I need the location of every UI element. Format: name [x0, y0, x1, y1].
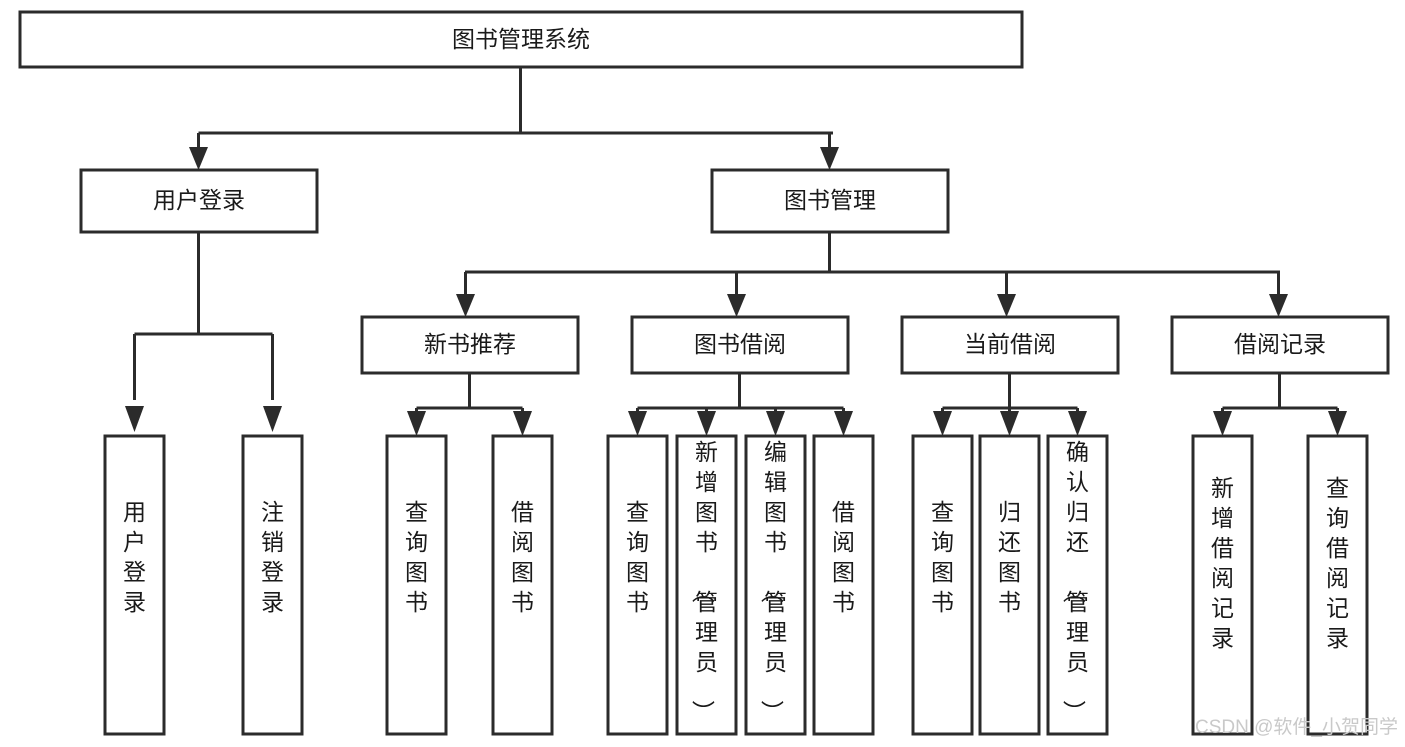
node-user-login[interactable]: 用户登录 — [79, 168, 319, 234]
leaf-node[interactable]: 用户登录 — [103, 434, 166, 736]
node-user-login-label: 用户登录 — [153, 187, 245, 213]
arrow-head-current-borrow — [997, 294, 1016, 317]
leaf-node[interactable]: 新增图书（管理员） — [675, 434, 738, 736]
leaf-br-query-record-label: 查询借阅记录 — [1326, 475, 1349, 651]
leaf-node[interactable]: 借阅图书 — [491, 434, 554, 736]
leaf-node[interactable]: 归还图书 — [978, 434, 1041, 736]
leaf-cb-return-book-box[interactable] — [978, 434, 1041, 736]
leaf-cb-query-book-label: 查询图书 — [931, 499, 954, 615]
leaf-bb-borrow-book-box[interactable] — [812, 434, 875, 736]
arrow-head-br-leaf2 — [1328, 411, 1347, 436]
leaf-bb-add-book-box[interactable] — [675, 434, 738, 736]
leaf-node[interactable]: 注销登录 — [241, 434, 304, 736]
node-current-borrow[interactable]: 当前借阅 — [900, 315, 1120, 375]
leaf-br-add-record-box[interactable] — [1191, 434, 1254, 736]
leaf-node[interactable]: 编辑图书（管理员） — [744, 434, 807, 736]
node-book-management[interactable]: 图书管理 — [710, 168, 950, 234]
leaf-bb-query-book-box[interactable] — [606, 434, 669, 736]
leaf-node[interactable]: 查询图书 — [385, 434, 448, 736]
leaf-nb-query-book-box[interactable] — [385, 434, 448, 736]
leaf-node[interactable]: 查询图书 — [911, 434, 974, 736]
leaf-bb-edit-book-label: 编辑图书（管理员） — [759, 439, 787, 723]
node-root-label: 图书管理系统 — [452, 26, 590, 52]
arrow-head-nb-leaf2 — [513, 411, 532, 436]
arrow-head-cb-leaf1 — [933, 411, 952, 436]
leaf-node[interactable]: 查询借阅记录 — [1306, 434, 1369, 736]
leaf-node[interactable]: 查询图书 — [606, 434, 669, 736]
leaf-nb-query-book-label: 查询图书 — [405, 499, 428, 615]
arrow-head-nb-leaf1 — [407, 411, 426, 436]
leaf-user-login-label: 用户登录 — [123, 499, 146, 615]
watermark-text: CSDN @软件_小贺同学 — [1195, 716, 1398, 738]
leaf-cb-confirm-return-label: 确认归还（管理员） — [1061, 439, 1089, 723]
leaf-cb-query-book-box[interactable] — [911, 434, 974, 736]
node-borrow-record[interactable]: 借阅记录 — [1170, 315, 1390, 375]
arrow-head-br-leaf1 — [1213, 411, 1232, 436]
leaf-nb-borrow-book-label: 借阅图书 — [511, 499, 534, 615]
arrow-head-bb-leaf4 — [834, 411, 853, 436]
leaf-bb-query-book-label: 查询图书 — [626, 499, 649, 615]
leaf-br-add-record-label: 新增借阅记录 — [1211, 475, 1234, 651]
node-book-borrow-box[interactable] — [630, 315, 850, 375]
leaf-bb-edit-book-box[interactable] — [744, 434, 807, 736]
node-current-borrow-label: 当前借阅 — [964, 331, 1056, 357]
node-book-borrow-label: 图书借阅 — [694, 331, 786, 357]
node-book-management-label: 图书管理 — [784, 187, 876, 213]
arrow-head-bb-leaf3 — [766, 411, 785, 436]
leaf-user-login-box[interactable] — [103, 434, 166, 736]
arrow-head-bb-leaf2 — [697, 411, 716, 436]
arrow-head-bb-leaf1 — [628, 411, 647, 436]
node-book-borrow[interactable]: 图书借阅 — [630, 315, 850, 375]
node-new-book-recommend[interactable]: 新书推荐 — [360, 315, 580, 375]
node-root[interactable]: 图书管理系统 — [18, 10, 1024, 69]
connector-layer — [125, 67, 1347, 436]
node-root-box[interactable] — [18, 10, 1024, 69]
leaf-logout-box[interactable] — [241, 434, 304, 736]
arrow-head-leaf-user-login — [125, 406, 144, 432]
leaf-node[interactable]: 确认归还（管理员） — [1046, 434, 1109, 736]
leaf-br-query-record-box[interactable] — [1306, 434, 1369, 736]
arrow-head-user-login — [189, 147, 208, 170]
leaf-bb-borrow-book-label: 借阅图书 — [832, 499, 855, 615]
node-user-login-box[interactable] — [79, 168, 319, 234]
leaf-node[interactable]: 借阅图书 — [812, 434, 875, 736]
arrow-head-leaf-logout — [263, 406, 282, 432]
leaf-cb-return-book-label: 归还图书 — [998, 499, 1021, 615]
node-new-book-recommend-label: 新书推荐 — [424, 331, 516, 357]
node-borrow-record-label: 借阅记录 — [1234, 331, 1326, 357]
arrow-head-cb-leaf2 — [1000, 411, 1019, 436]
arrow-head-book-borrow — [727, 294, 746, 317]
leaf-bb-add-book-label: 新增图书（管理员） — [690, 439, 718, 723]
leaf-nb-borrow-book-box[interactable] — [491, 434, 554, 736]
leaf-cb-confirm-return-box[interactable] — [1046, 434, 1109, 736]
arrow-head-cb-leaf3 — [1068, 411, 1087, 436]
node-new-book-recommend-box[interactable] — [360, 315, 580, 375]
arrow-head-borrow-record — [1269, 294, 1288, 317]
arrow-head-new-book — [456, 294, 475, 317]
leaf-node[interactable]: 新增借阅记录 — [1191, 434, 1254, 736]
node-borrow-record-box[interactable] — [1170, 315, 1390, 375]
arrow-head-book-mgmt — [820, 147, 839, 170]
leaf-logout-label: 注销登录 — [261, 499, 284, 615]
node-current-borrow-box[interactable] — [900, 315, 1120, 375]
node-book-management-box[interactable] — [710, 168, 950, 234]
